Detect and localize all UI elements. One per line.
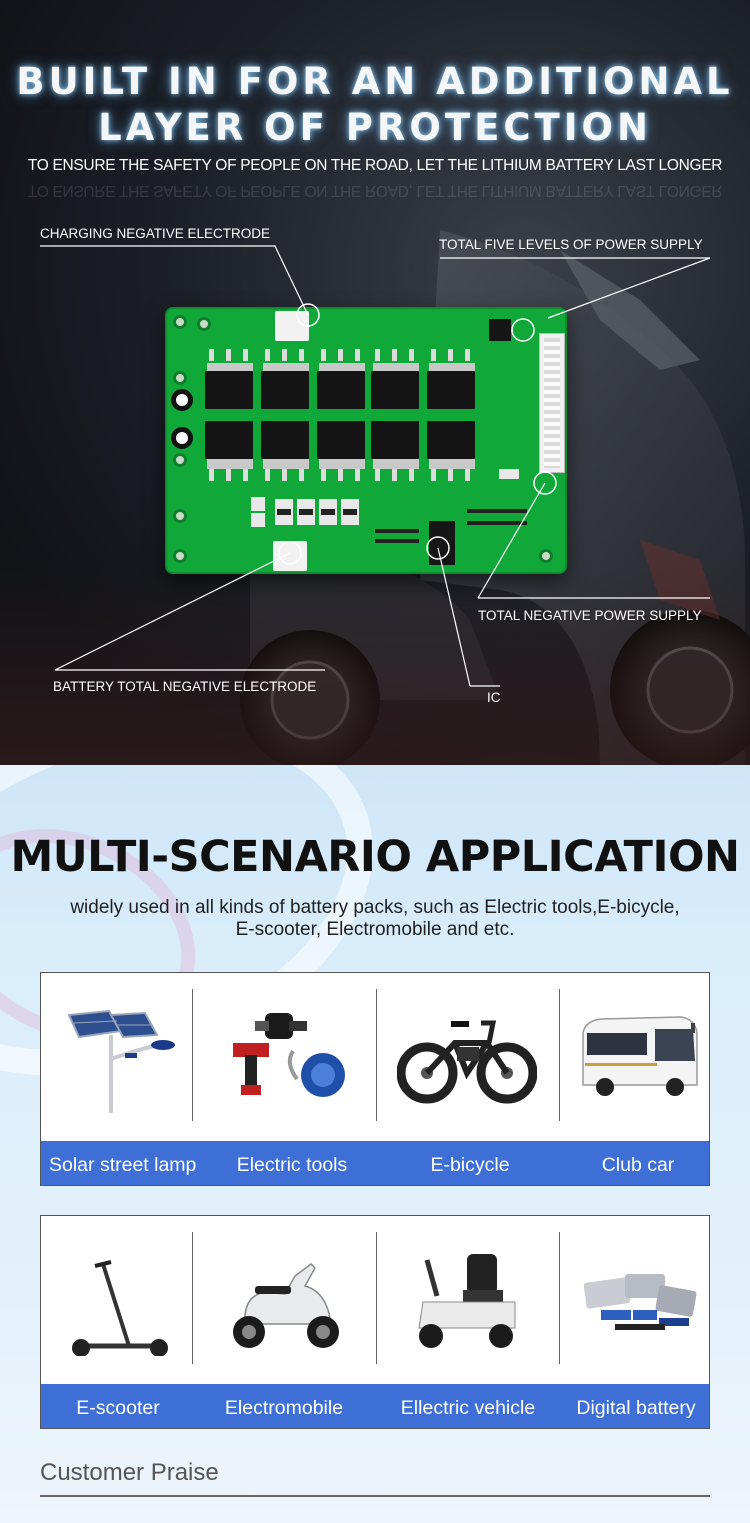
callout-ic: IC [487, 690, 501, 705]
solar-street-lamp-icon [67, 1009, 175, 1113]
label-electromobile: Electromobile [224, 1397, 344, 1419]
customer-praise-divider [40, 1495, 710, 1497]
label-solar-street-lamp: Solar street lamp [49, 1154, 197, 1176]
callout-charging-negative-electrode: CHARGING NEGATIVE ELECTRODE [40, 226, 271, 241]
label-ellectric-vehicle: Ellectric vehicle [400, 1397, 536, 1419]
e-bicycle-icon [397, 1020, 537, 1104]
callout-lines [278, 318, 557, 565]
row1-label-bar [41, 1141, 709, 1185]
label-e-bicycle: E-bicycle [430, 1154, 510, 1176]
label-e-scooter: E-scooter [76, 1397, 160, 1419]
electromobile-icon [233, 1263, 339, 1348]
hero-title-line1: BUILT IN FOR AN ADDITIONAL [16, 60, 734, 103]
label-club-car: Club car [601, 1154, 675, 1176]
callout-five-levels-power-supply: TOTAL FIVE LEVELS OF POWER SUPPLY [439, 237, 703, 252]
application-description-line1: widely used in all kinds of battery pack… [70, 897, 680, 918]
mobility-scooter-icon [418, 1254, 516, 1348]
digital-battery-icon [583, 1274, 697, 1330]
hero-subtitle: TO ENSURE THE SAFETY OF PEOPLE ON THE RO… [27, 157, 723, 174]
application-title: MULTI-SCENARIO APPLICATION [10, 832, 740, 882]
customer-praise-heading: Customer Praise [40, 1459, 219, 1486]
callout-total-negative-power-supply: TOTAL NEGATIVE POWER SUPPLY [478, 608, 702, 623]
bottom-glow [0, 560, 750, 765]
e-scooter-icon [72, 1260, 168, 1356]
label-digital-battery: Digital battery [576, 1397, 696, 1419]
electric-tools-icon [233, 1013, 345, 1097]
bus-icon [582, 1016, 698, 1096]
row2-label-bar [41, 1384, 709, 1428]
pcb-board-image [165, 307, 567, 574]
application-grid-row2: E-scooter Electromobile Ellectric vehicl… [40, 1215, 710, 1429]
label-electric-tools: Electric tools [236, 1154, 348, 1176]
protection-board-section: BUILT IN FOR AN ADDITIONAL LAYER OF PROT… [0, 0, 750, 765]
application-description-line2: E-scooter, Electromobile and etc. [235, 919, 515, 940]
application-grid-row1: Solar street lamp Electric tools E-bicyc… [40, 972, 710, 1186]
hero-title-line2: LAYER OF PROTECTION [98, 106, 652, 149]
callout-battery-total-negative-electrode: BATTERY TOTAL NEGATIVE ELECTRODE [53, 679, 317, 694]
